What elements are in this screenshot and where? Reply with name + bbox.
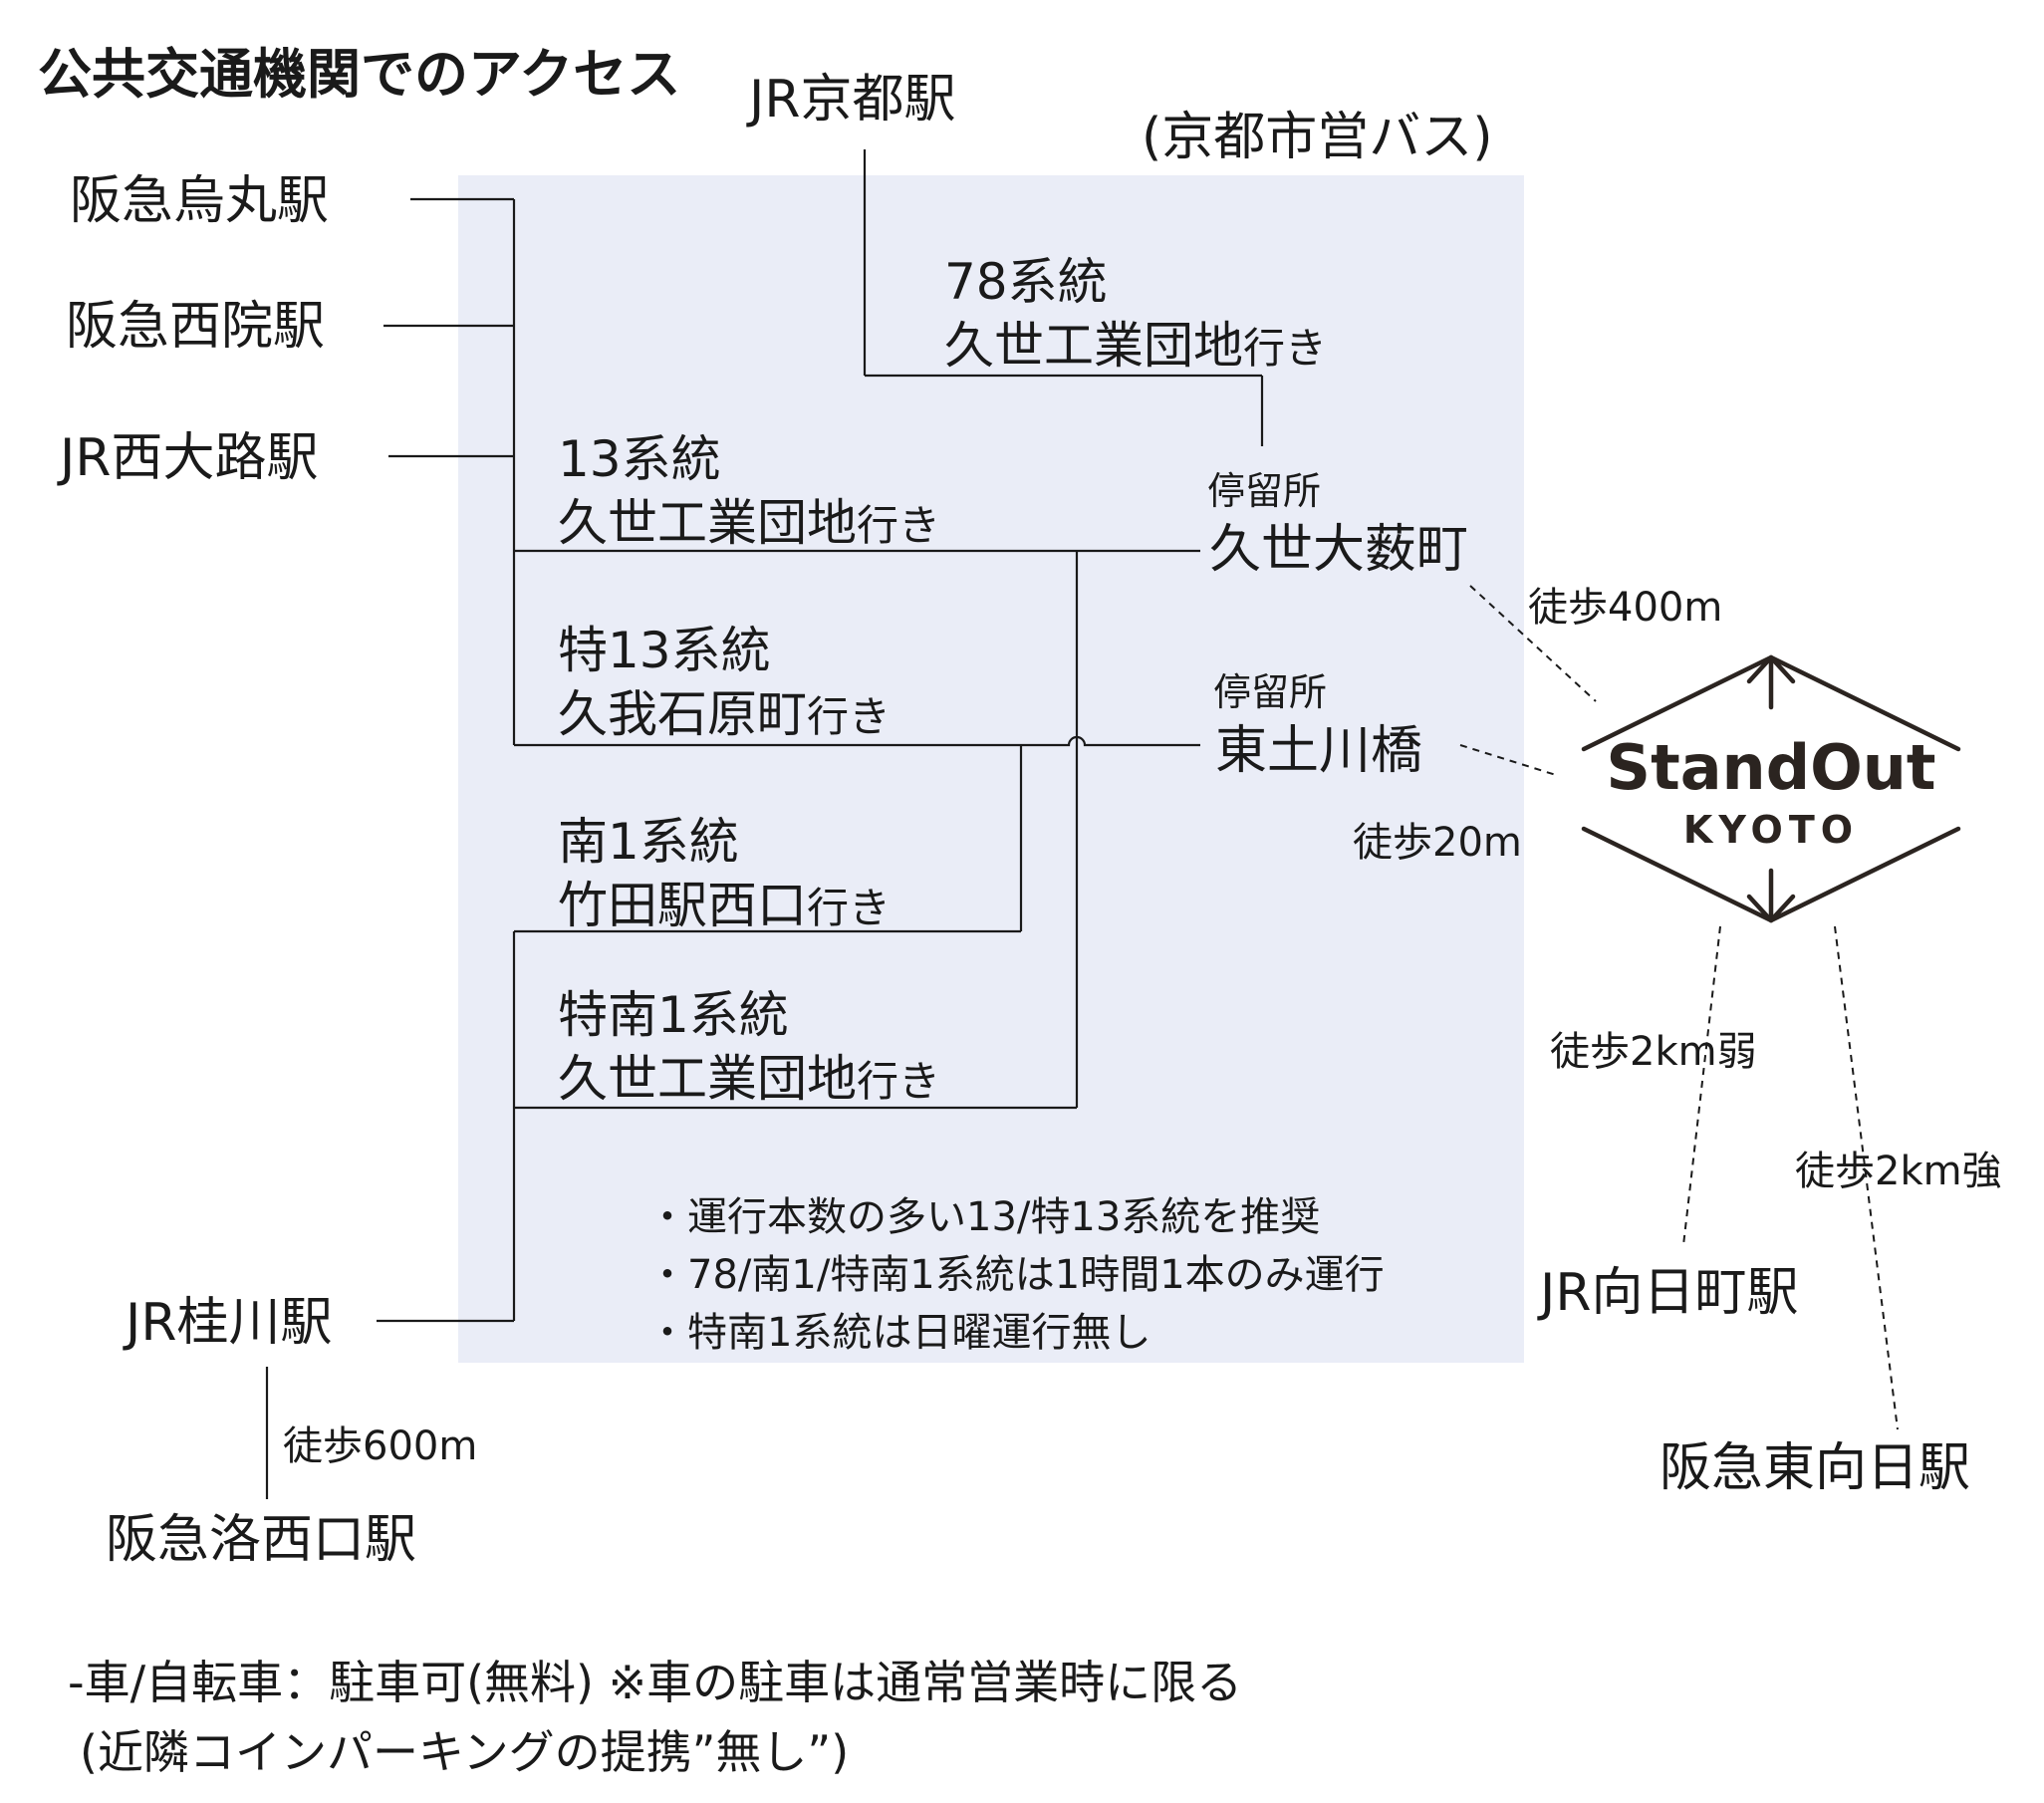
bus-area-background [458, 175, 1524, 1363]
walk-mukomachi: 徒歩2km弱 [1550, 1029, 1757, 1075]
note-frequency: ・78/南1/特南1系統は1時間1本のみ運行 [647, 1252, 1385, 1298]
route-13-destination: 久世工業団地行き [558, 494, 941, 552]
route-13-number: 13系統 [558, 430, 721, 488]
logo-standout: StandOut [1606, 731, 1935, 804]
station-jr-katsuragawa: JR桂川駅 [126, 1293, 333, 1353]
walk-dash-higashimuko [1834, 925, 1899, 1430]
station-hankyu-saiin: 阪急西院駅 [66, 297, 326, 357]
station-hankyu-rakusaiguchi: 阪急洛西口駅 [106, 1510, 417, 1570]
station-jr-nishioji: JR西大路駅 [60, 428, 319, 488]
walk-kuze: 徒歩400m [1528, 585, 1723, 631]
stop-kuze-oyabucho: 久世大薮町 [1209, 520, 1469, 580]
walk-dash-higashitsuchikawa [1459, 744, 1557, 776]
walk-higashimuko: 徒歩2km強 [1795, 1149, 2002, 1194]
page-title: 公共交通機関でのアクセス [38, 43, 681, 106]
walk-dash-mukomachi [1682, 925, 1721, 1246]
route-78-number: 78系統 [944, 253, 1108, 311]
walk-dash-kuze [1469, 585, 1597, 702]
note-recommend: ・運行本数の多い13/特13系統を推奨 [647, 1194, 1321, 1240]
stop-higashitsuchikawa-bashi: 東土川橋 [1215, 721, 1423, 781]
station-jr-mukomachi: JR向日町駅 [1540, 1263, 1799, 1323]
logo-kyoto: KYOTO [1683, 808, 1859, 852]
route-toku13-line [514, 735, 1200, 747]
station-jr-kyoto: JR京都駅 [749, 70, 956, 129]
walk-katsuragawa: 徒歩600m [283, 1423, 478, 1469]
footer-parking: -車/自転車：駐車可(無料) ※車の駐車は通常営業時に限る [68, 1656, 1243, 1709]
station-hankyu-higashimuko: 阪急東向日駅 [1660, 1438, 1971, 1498]
route-78-destination: 久世工業団地行き [944, 317, 1328, 375]
standout-kyoto-logo: StandOut KYOTO [1581, 654, 1961, 923]
note-sunday: ・特南1系統は日曜運行無し [647, 1310, 1151, 1356]
stop-label-higashitsuchikawa: 停留所 [1213, 670, 1328, 714]
bus-operator-label: (京都市営バス) [1142, 108, 1493, 167]
route-minami1-destination: 竹田駅西口行き [558, 877, 892, 934]
route-minami1-number: 南1系統 [558, 813, 739, 871]
route-tokuminami1-number: 特南1系統 [558, 986, 789, 1044]
route-tokuminami1-destination: 久世工業団地行き [558, 1050, 941, 1108]
walk-higashitsuchikawa: 徒歩20m [1353, 820, 1522, 866]
route-toku13-number: 特13系統 [558, 622, 771, 679]
route-toku13-destination: 久我石原町行き [558, 685, 892, 743]
stop-label-kuze: 停留所 [1207, 469, 1322, 513]
station-hankyu-karasuma: 阪急烏丸駅 [70, 171, 330, 231]
footer-coin-parking: (近隣コインパーキングの提携”無し”) [80, 1725, 850, 1779]
